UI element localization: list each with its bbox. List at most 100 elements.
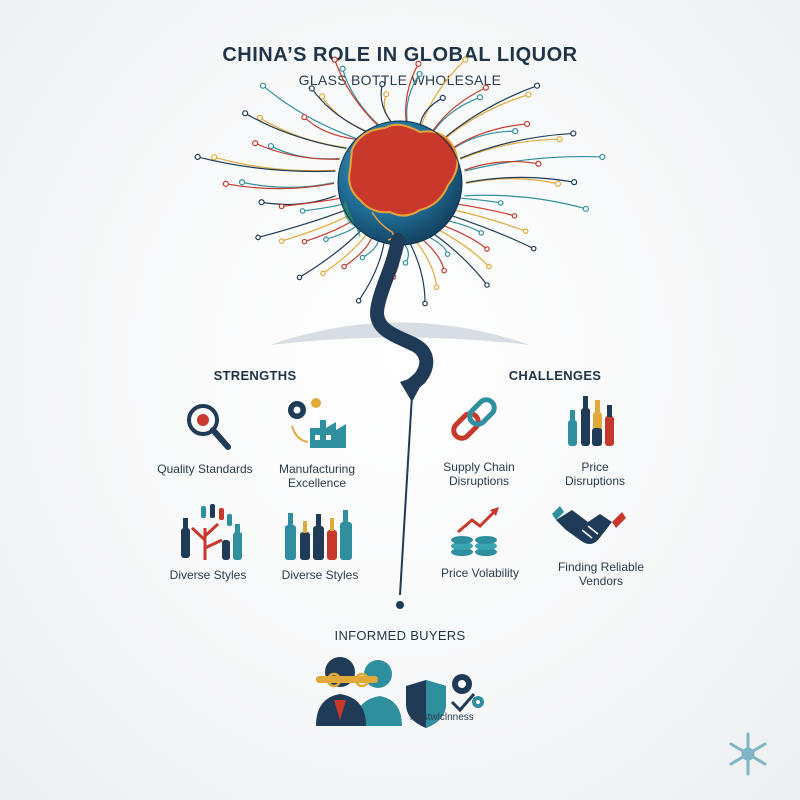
network-node [476, 94, 484, 101]
network-line [419, 97, 444, 127]
flow-endpoint [396, 601, 404, 609]
network-line [341, 68, 381, 127]
network-node [355, 297, 362, 304]
bottles-row-icon [285, 510, 352, 560]
network-line [420, 59, 466, 127]
network-node [194, 153, 201, 161]
flow-line [399, 394, 413, 596]
network-line [262, 85, 357, 140]
network-node [462, 56, 469, 63]
network-line [257, 209, 347, 239]
network-line [464, 194, 587, 210]
network-node [478, 230, 485, 236]
network-node [439, 94, 446, 102]
network-line [460, 138, 560, 160]
network-line [432, 232, 488, 286]
network-node [323, 236, 329, 243]
network-line [446, 219, 482, 234]
network-node [484, 246, 490, 252]
network-node [522, 228, 529, 234]
network-line [465, 176, 575, 184]
network-line [197, 156, 336, 173]
network-line [261, 195, 336, 206]
network-line [464, 160, 539, 171]
page-title: CHINA’S ROLE IN GLOBAL LIQUOR [222, 44, 578, 66]
network-line [281, 197, 342, 207]
factory-gears-icon [288, 398, 346, 448]
network-node [278, 238, 285, 244]
network-node [523, 120, 531, 128]
strength-label-manufacturing: Manufacturing Excellence [278, 462, 356, 490]
challenge-label-reliable-vendors: Finding Reliable Vendors [557, 560, 645, 588]
network-line [302, 203, 344, 212]
buyers-heading: INFORMED BUYERS [334, 628, 466, 643]
network-node [308, 85, 315, 92]
network-line [465, 178, 559, 185]
network-line [452, 123, 528, 149]
network-line [464, 155, 603, 172]
bottle-tree-icon [181, 504, 242, 560]
chain-link-icon [451, 397, 497, 441]
network-line [213, 156, 336, 172]
network-line [343, 236, 374, 268]
network-line [358, 240, 385, 302]
coins-trend-icon [451, 507, 499, 556]
network-line [405, 63, 419, 124]
challenge-label-price-volability: Price Volability [440, 566, 520, 580]
network-node [252, 140, 259, 147]
network-node [320, 270, 326, 277]
network-line [442, 224, 488, 250]
network-node [570, 130, 577, 137]
flow-arrowhead [400, 372, 428, 402]
network-node [301, 114, 308, 121]
bottles-icon [568, 396, 614, 446]
challenge-label-price-disruptions: Price Disruptions [564, 460, 626, 488]
network-node [341, 263, 347, 270]
magnifier-icon [187, 404, 231, 450]
network-node [482, 84, 490, 91]
network-line [432, 87, 487, 132]
network-node [259, 82, 267, 89]
network-node [255, 234, 261, 241]
buyers-icon [316, 657, 402, 726]
handshake-icon [552, 506, 626, 544]
network-node [422, 300, 428, 307]
network-line [244, 112, 347, 150]
network-line [303, 116, 356, 140]
network-node [486, 263, 492, 270]
network-node [511, 213, 518, 219]
network-node [484, 282, 490, 288]
network-line [322, 232, 368, 274]
network-line [281, 214, 350, 242]
network-node [554, 180, 562, 187]
challenges-heading: CHALLENGES [508, 368, 602, 383]
network-node [512, 127, 519, 135]
network-node [533, 82, 541, 89]
network-node [599, 153, 606, 161]
network-node [416, 70, 423, 78]
network-node [530, 245, 537, 252]
network-line [432, 96, 481, 133]
trust-label: Trustwlclnness [408, 712, 474, 723]
network-node [296, 274, 303, 281]
strength-label-diverse-1: Diverse Styles [169, 568, 247, 582]
network-node [415, 60, 422, 67]
network-node [238, 179, 246, 186]
network-node [433, 284, 440, 291]
network-line [408, 241, 426, 304]
network-line [311, 88, 367, 133]
network-line [453, 130, 516, 149]
network-node [331, 56, 338, 63]
globe-icon [337, 120, 463, 246]
network-node [211, 154, 218, 161]
network-node [278, 203, 285, 210]
network-line [458, 197, 501, 204]
network-line [444, 93, 529, 140]
network-node [556, 136, 563, 143]
network-line [321, 96, 368, 132]
network-node [339, 65, 346, 72]
snowflake-icon [729, 732, 767, 776]
network-line [380, 84, 394, 125]
network-line [259, 117, 347, 149]
